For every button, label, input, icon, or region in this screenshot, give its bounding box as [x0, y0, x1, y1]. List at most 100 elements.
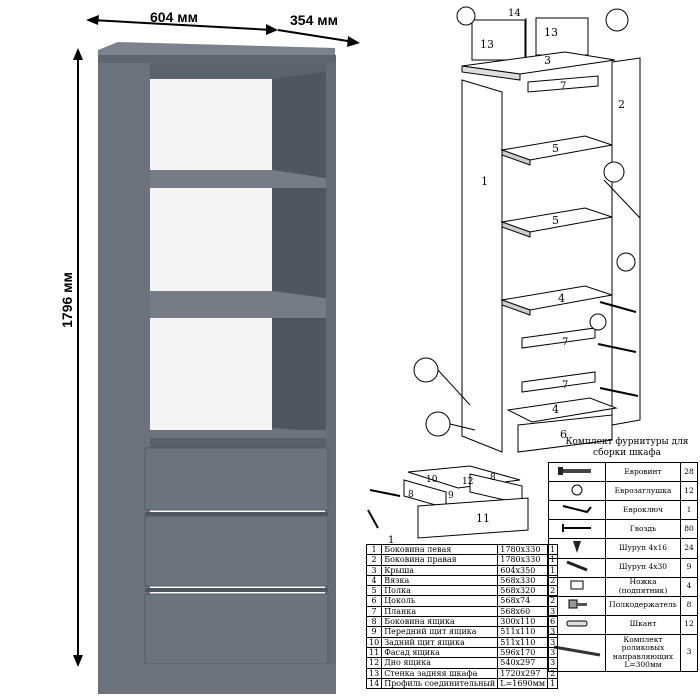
- table-cell: 3: [365, 564, 383, 576]
- table-cell: 6: [547, 616, 559, 628]
- kit-item-qty: 80: [680, 519, 698, 539]
- table-cell: 3: [547, 626, 559, 638]
- svg-text:7: 7: [560, 81, 566, 92]
- depth-label: 354 мм: [290, 12, 338, 28]
- cabinet-body: [98, 42, 336, 694]
- brace-low: 7: [521, 371, 596, 393]
- kit-item-name: Шуруп 4х16: [605, 538, 681, 559]
- svg-text:2: 2: [618, 98, 625, 111]
- shelf-middle: 5: [500, 207, 613, 238]
- table-cell: 2: [547, 595, 559, 607]
- callout-circles: [413, 6, 641, 437]
- table-cell: 511х110: [497, 626, 549, 638]
- table-cell: 5: [365, 585, 383, 597]
- table-cell: 596х170: [497, 646, 549, 659]
- kit-item-qty: 9: [680, 557, 698, 578]
- table-cell: 2: [547, 574, 559, 587]
- svg-text:14: 14: [508, 8, 521, 19]
- kit-item-name: Евровинт: [605, 462, 681, 482]
- svg-text:8: 8: [408, 490, 414, 500]
- svg-text:7: 7: [562, 337, 568, 348]
- kit-item-qty: 12: [680, 614, 698, 635]
- table-cell: 568х330: [497, 574, 549, 587]
- table-cell: Фасад ящика: [381, 646, 499, 659]
- svg-text:7: 7: [562, 380, 568, 391]
- side-panel-left: 1: [461, 79, 503, 453]
- kit-item-qty: 1: [680, 500, 698, 520]
- height-label: 1796 мм: [59, 272, 75, 328]
- table-cell: 2: [547, 667, 559, 679]
- svg-text:8: 8: [490, 473, 496, 483]
- kit-item-name: Еврозаглушка: [605, 481, 681, 501]
- table-cell: 12: [365, 657, 383, 669]
- table-cell: 3: [547, 646, 559, 659]
- table-cell: 568х60: [497, 605, 549, 618]
- kit-item-name: Полкодержатель: [605, 595, 681, 616]
- kit-item-qty: 3: [680, 633, 698, 672]
- kit-item-name: Евроключ: [605, 500, 681, 520]
- table-cell: Вязка: [381, 574, 499, 587]
- shelf-upper: 5: [500, 135, 613, 166]
- plinth: 6: [517, 414, 613, 453]
- table-cell: 10: [365, 636, 383, 648]
- shelf-binding: 4: [500, 285, 613, 316]
- table-cell: 9: [365, 626, 383, 638]
- table-cell: 3: [547, 605, 559, 618]
- nail-icon: [548, 519, 606, 539]
- table-cell: Передний щит ящика: [381, 626, 499, 638]
- profile-part: 14: [508, 8, 527, 60]
- eurokey-icon: [548, 500, 606, 520]
- svg-text:12: 12: [462, 477, 473, 487]
- table-cell: Цоколь: [381, 595, 499, 607]
- top-panel: 3: [461, 51, 616, 81]
- table-cell: 540х297: [497, 657, 549, 669]
- drawer-rails: [597, 301, 639, 397]
- svg-text:1: 1: [388, 535, 394, 546]
- kit-item-qty: 28: [680, 462, 698, 482]
- table-cell: 568х74: [497, 595, 549, 607]
- svg-text:1: 1: [481, 175, 488, 188]
- drawer-exploded: 10 8 8 9 12 11 1: [367, 465, 529, 546]
- table-cell: 1780х330: [497, 554, 549, 566]
- table-cell: 13: [365, 667, 383, 679]
- table-cell: 1720х297: [497, 667, 549, 679]
- table-cell: L=1690мм: [497, 677, 549, 690]
- table-cell: 3: [547, 657, 559, 669]
- brace-mid: 7: [521, 327, 596, 349]
- depth-dimension: 354 мм: [277, 12, 360, 47]
- back-panel-left: 13: [471, 19, 526, 61]
- brace-top: 7: [527, 75, 599, 93]
- table-cell: 2: [365, 554, 383, 566]
- table-cell: 1: [547, 554, 559, 566]
- table-cell: 2: [547, 585, 559, 597]
- table-cell: Задний щит ящика: [381, 636, 499, 648]
- table-cell: 4: [365, 574, 383, 587]
- table-cell: 7: [365, 605, 383, 618]
- table-cell: 300х110: [497, 616, 549, 628]
- svg-text:5: 5: [552, 142, 559, 155]
- kit-item-name: Шуруп 4х30: [605, 557, 681, 578]
- table-cell: 568х320: [497, 585, 549, 597]
- table-cell: 1780х330: [497, 543, 549, 556]
- table-cell: 11: [365, 646, 383, 659]
- table-cell: 14: [365, 677, 383, 690]
- table-cell: Боковина правая: [381, 554, 499, 566]
- eurocap-icon: [548, 481, 606, 501]
